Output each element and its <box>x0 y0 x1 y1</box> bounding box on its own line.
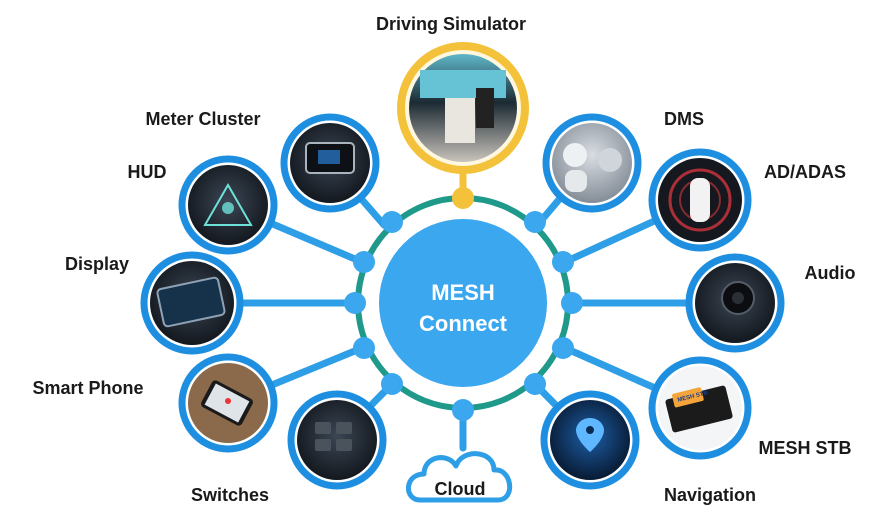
driver-face-icon <box>563 143 587 167</box>
hub-title-line2: Connect <box>419 311 508 336</box>
dot-audio <box>561 292 583 314</box>
node-hud <box>178 155 278 255</box>
passenger-face-icon <box>598 148 622 172</box>
location-pin-icon <box>576 418 604 452</box>
node-meter-cluster <box>280 113 380 213</box>
display-screen <box>156 276 226 328</box>
dot-mesh-stb <box>552 337 574 359</box>
node-labels: Driving Simulator Meter Cluster HUD Disp… <box>32 14 855 505</box>
dot-meter-cluster <box>381 211 403 233</box>
dot-smart-phone <box>353 337 375 359</box>
label-hud: HUD <box>128 162 167 182</box>
node-dms <box>542 113 642 213</box>
node-audio <box>685 253 785 353</box>
speaker-cone <box>732 292 744 304</box>
label-ad-adas: AD/ADAS <box>764 162 846 182</box>
hub: MESH Connect <box>379 219 547 387</box>
dot-cloud <box>452 399 474 421</box>
node-display <box>140 251 244 355</box>
simulator-seat <box>445 98 475 143</box>
label-cloud: Cloud <box>435 479 486 499</box>
label-display: Display <box>65 254 129 274</box>
switch-key <box>336 422 352 434</box>
hud-graphic <box>203 182 253 226</box>
label-mesh-stb: MESH STB <box>758 438 851 458</box>
dot-switches <box>381 373 403 395</box>
label-smart-phone: Smart Phone <box>32 378 143 398</box>
connector-dots <box>344 211 583 421</box>
dot-dms <box>524 211 546 233</box>
node-switches <box>287 390 387 490</box>
switch-key <box>315 422 331 434</box>
map-pin-icon <box>225 398 231 404</box>
hub-title-line1: MESH <box>431 280 495 305</box>
car-icon <box>690 178 710 222</box>
sensor-wave <box>668 168 732 232</box>
label-dms: DMS <box>664 109 704 129</box>
dot-hud <box>353 251 375 273</box>
dot-ad-adas <box>552 251 574 273</box>
simulator-chair <box>476 88 494 128</box>
label-navigation: Navigation <box>664 485 756 505</box>
node-navigation <box>540 390 640 490</box>
label-switches: Switches <box>191 485 269 505</box>
label-driving-simulator: Driving Simulator <box>376 14 526 34</box>
dot-display <box>344 292 366 314</box>
node-mesh-stb: MESH STB <box>648 356 752 460</box>
driver-body <box>565 170 587 192</box>
hub-circle <box>379 219 547 387</box>
gauge-readout <box>318 150 340 164</box>
label-meter-cluster: Meter Cluster <box>145 109 260 129</box>
label-audio: Audio <box>805 263 856 283</box>
stb-sticker <box>672 387 704 408</box>
node-cloud: Cloud <box>406 451 513 503</box>
dot-navigation <box>524 373 546 395</box>
node-smart-phone <box>178 353 278 453</box>
node-ad-adas <box>648 148 752 252</box>
switch-key <box>315 439 331 451</box>
node-driving-simulator <box>397 42 529 174</box>
pin-center <box>586 426 594 434</box>
hud-car-icon <box>222 202 234 214</box>
cloud-icon <box>406 451 513 503</box>
switch-key <box>336 439 352 451</box>
